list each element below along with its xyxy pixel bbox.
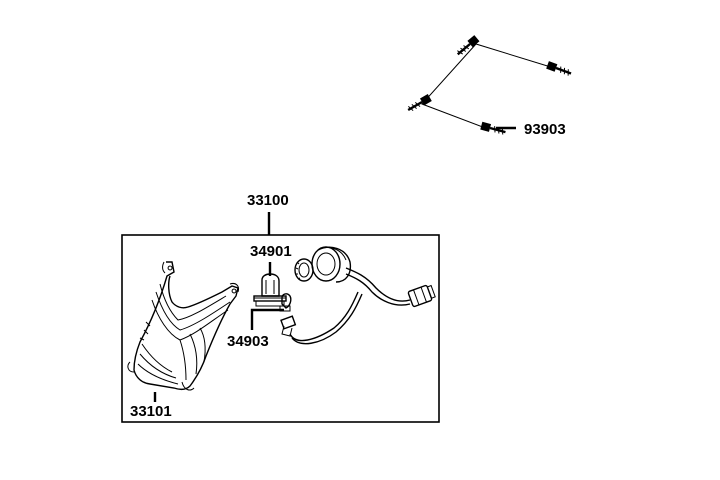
- part-label-93903[interactable]: 93903: [524, 121, 566, 138]
- headlight-lens-icon[interactable]: [127, 261, 239, 391]
- halogen-bulb-icon[interactable]: [253, 273, 287, 307]
- assembly-frame: [121, 234, 440, 423]
- part-label-33100[interactable]: 33100: [247, 192, 289, 209]
- part-label-33101[interactable]: 33101: [130, 403, 172, 420]
- part-label-34901[interactable]: 34901: [250, 243, 292, 260]
- headlight-assembly-group: 33100 33101: [121, 192, 440, 423]
- screw-icon[interactable]: [455, 35, 480, 57]
- screw-group: 93903: [406, 35, 572, 138]
- wedge-bulb-icon[interactable]: [279, 293, 292, 312]
- screw-icon[interactable]: [546, 61, 572, 77]
- screw-connector-lines: [421, 43, 555, 130]
- bulb-socket-wiring-icon[interactable]: [280, 246, 436, 345]
- part-label-34903[interactable]: 34903: [227, 333, 269, 350]
- screw-icon[interactable]: [406, 94, 432, 113]
- leader-line-34903: [250, 308, 284, 330]
